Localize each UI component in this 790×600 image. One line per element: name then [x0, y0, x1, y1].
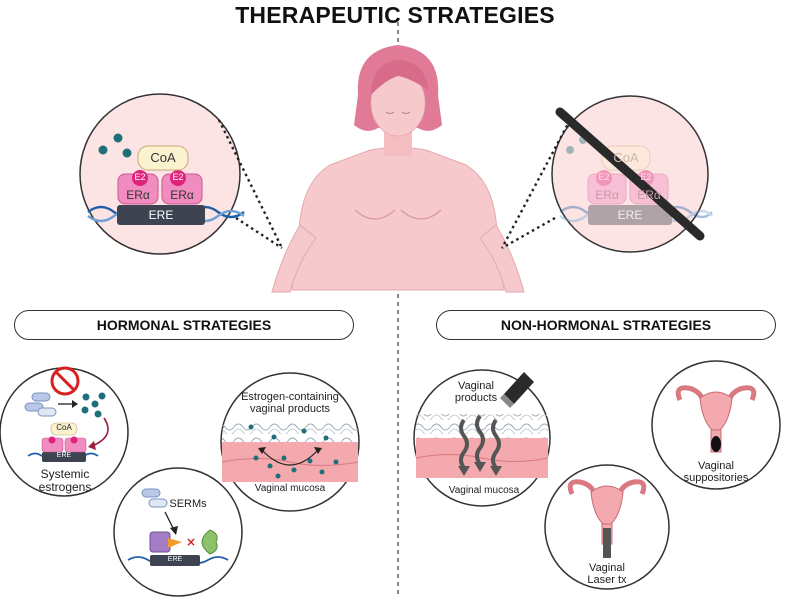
vaginal-products-line2: products — [454, 392, 498, 404]
ere-label-serms: ERE — [167, 556, 183, 563]
e2-label-left-a: E2 — [134, 172, 146, 182]
hormonal-strategies-heading: HORMONAL STRATEGIES — [14, 310, 354, 340]
systemic-estrogens-label: Systemic estrogens — [20, 468, 110, 494]
coa-label-right: CoA — [613, 150, 639, 165]
e2-label-right-a: E2 — [598, 172, 610, 182]
estrogen-vaginal-products-circle — [220, 372, 360, 512]
er-alpha-label-right-b: ERα — [637, 188, 661, 202]
nonhormonal-vaginal-products-circle — [413, 369, 551, 507]
systemic-estrogens-circle — [0, 366, 129, 497]
suppositories-line2: suppositories — [683, 472, 749, 484]
estrogen-products-line2: vaginal products — [249, 403, 331, 415]
ere-label-right: ERE — [617, 208, 643, 222]
er-alpha-label-right-a: ERα — [595, 188, 619, 202]
vaginal-mucosa-label-right: Vaginal mucosa — [448, 485, 520, 496]
laser-line1: Vaginal — [589, 562, 625, 574]
e2-label-left-b: E2 — [172, 172, 184, 182]
er-alpha-label-left-a: ERα — [126, 188, 150, 202]
woman-figure-icon — [271, 45, 525, 293]
estrogen-products-label: Estrogen-containing vaginal products — [226, 391, 354, 415]
ere-label-left: ERE — [148, 208, 174, 222]
estrogen-products-line1: Estrogen-containing — [241, 391, 339, 403]
non-hormonal-strategies-heading: NON-HORMONAL STRATEGIES — [436, 310, 776, 340]
coa-label-systemic: CoA — [56, 423, 72, 432]
suppositories-label: Vaginal suppositories — [670, 460, 762, 484]
suppositories-circle — [651, 360, 781, 490]
faded-receptor-circle — [500, 95, 713, 253]
e2-label-right-b: E2 — [640, 172, 652, 182]
serms-label: SERMs — [169, 498, 207, 510]
coa-label-left: CoA — [150, 150, 176, 165]
suppositories-line1: Vaginal — [698, 460, 734, 472]
svg-text:×: × — [186, 535, 196, 549]
vaginal-mucosa-label-left: Vaginal mucosa — [254, 483, 326, 494]
systemic-label-line1: Systemic — [40, 467, 90, 481]
figure-title: THERAPEUTIC STRATEGIES — [235, 2, 555, 28]
laser-circle — [544, 464, 670, 590]
laser-label: Vaginal Laser tx — [570, 562, 644, 586]
laser-line2: Laser tx — [587, 574, 627, 586]
active-receptor-circle — [79, 93, 284, 255]
vaginal-products-line1: Vaginal — [458, 380, 494, 392]
ere-label-systemic: ERE — [56, 452, 72, 459]
systemic-label-line2: estrogens — [38, 480, 92, 494]
er-alpha-label-left-b: ERα — [170, 188, 194, 202]
vaginal-products-label: Vaginal products — [446, 380, 506, 404]
serms-circle: × — [113, 467, 243, 597]
